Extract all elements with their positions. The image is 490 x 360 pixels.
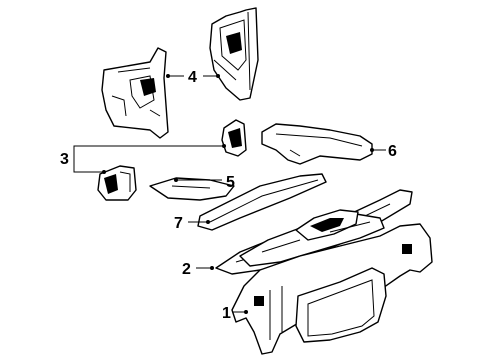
headlamp-bracket-upper <box>221 119 247 157</box>
side-apron-left <box>101 47 169 139</box>
headlamp-bracket-lower <box>97 165 137 201</box>
callout-5: 5 <box>226 174 235 191</box>
callout-4: 4 <box>188 69 197 86</box>
callout-3: 3 <box>60 151 69 168</box>
callout-2: 2 <box>182 261 191 278</box>
callout-7: 7 <box>174 215 183 232</box>
upper-panel <box>261 123 373 165</box>
leader-lines <box>73 74 386 314</box>
side-apron-right <box>209 7 259 101</box>
filler-plate <box>149 177 235 201</box>
frame-center <box>239 209 385 267</box>
tie-bar <box>197 173 327 231</box>
callout-1: 1 <box>222 305 231 322</box>
callout-6: 6 <box>388 143 397 160</box>
front-panel <box>231 223 433 355</box>
